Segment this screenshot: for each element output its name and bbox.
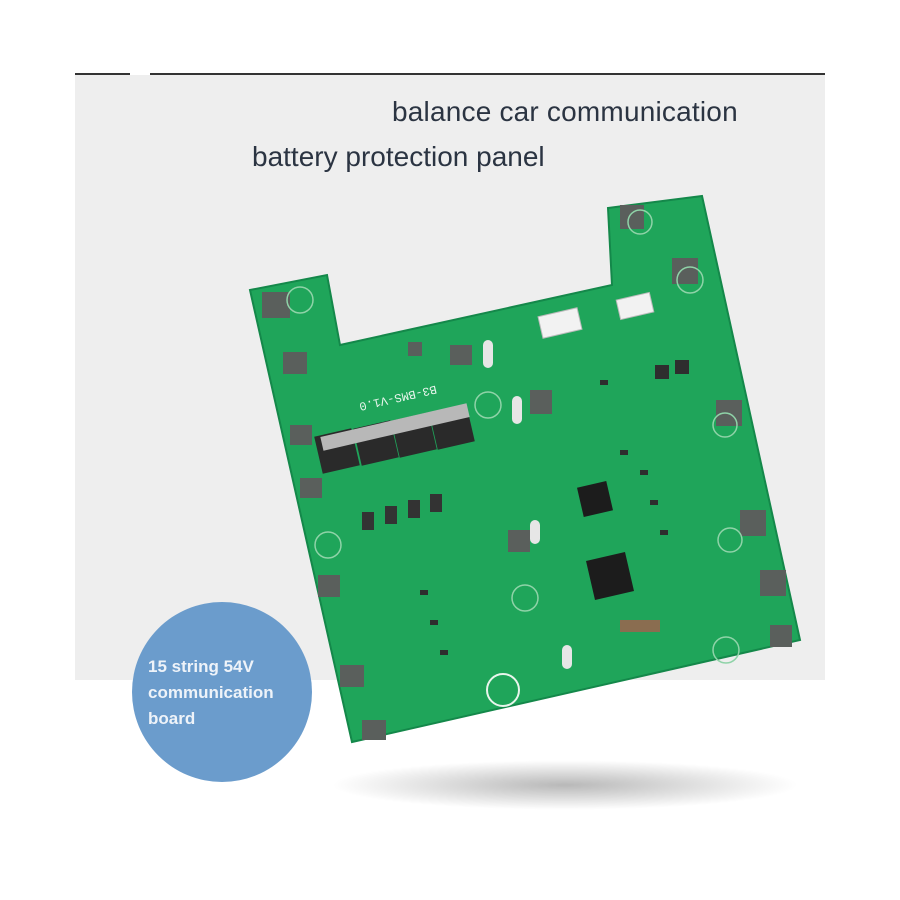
pcb-outline	[248, 194, 802, 744]
slots	[483, 340, 572, 669]
badge-line-2: communication	[148, 683, 274, 702]
mosfets	[314, 403, 475, 474]
info-badge	[132, 602, 312, 782]
connector	[615, 291, 655, 321]
badge-line-1: 15 string 54V	[148, 657, 254, 676]
ic-chip	[577, 481, 613, 517]
mcu-chip	[586, 552, 634, 600]
title-line-2: battery protection panel	[252, 141, 545, 172]
info-badge-text: 15 string 54V communication board	[148, 654, 274, 732]
resistors	[362, 494, 442, 530]
divider-line	[75, 73, 130, 75]
connector	[537, 307, 583, 339]
recycle-logo	[486, 673, 520, 707]
badge-line-3: board	[148, 709, 196, 728]
hatched-pads	[286, 209, 743, 664]
small-components	[420, 360, 689, 655]
divider-line	[150, 73, 825, 75]
title-line-1: balance car communication	[392, 96, 738, 127]
solder-pads	[262, 205, 792, 740]
board-shadow	[330, 760, 800, 810]
